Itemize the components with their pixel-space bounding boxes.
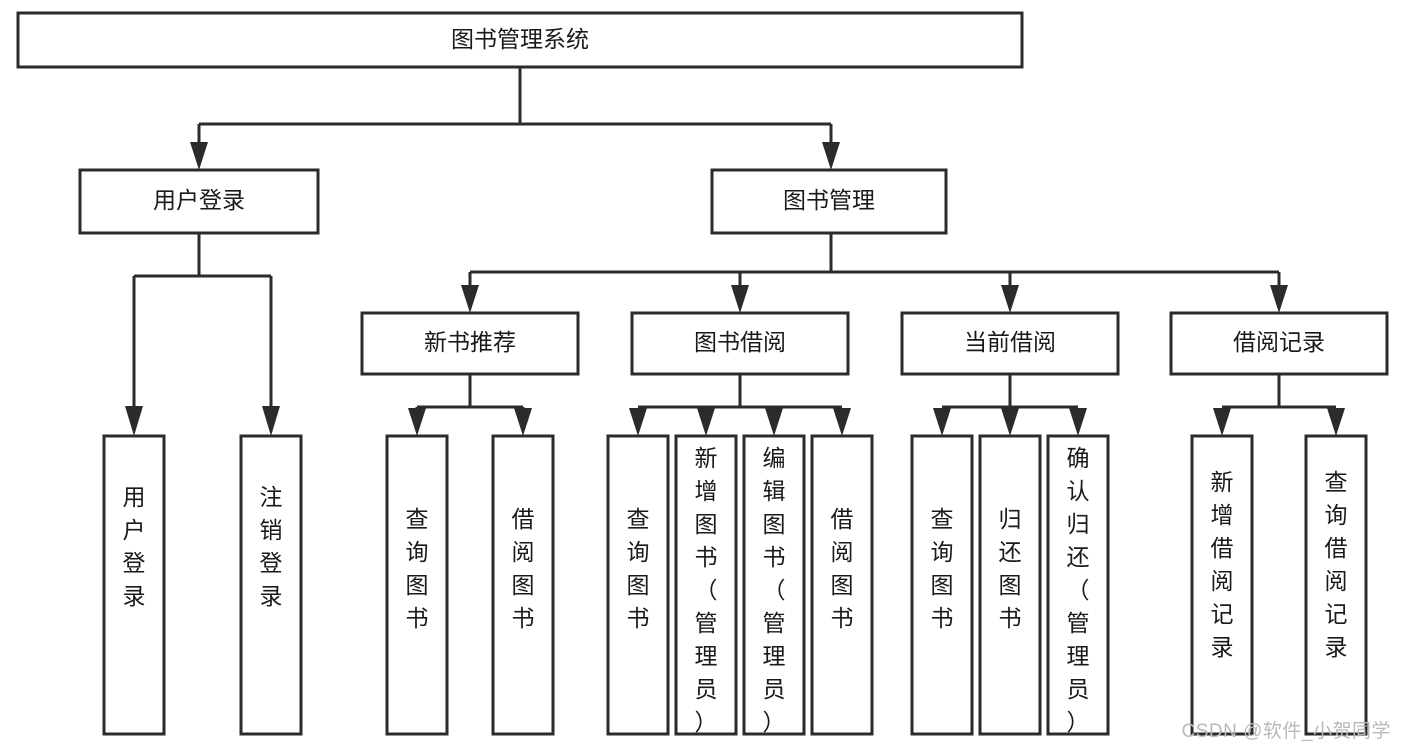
node-current-borrow-label: 当前借阅 — [964, 329, 1056, 355]
node-new-book-recommend-label: 新书推荐 — [424, 329, 516, 355]
arrow-head-leaf-logout-login — [262, 406, 280, 436]
node-root-system[interactable]: 图书管理系统 — [16, 11, 1024, 69]
node-leaf-borrow-book-2-box[interactable] — [810, 434, 874, 736]
node-book-management-label: 图书管理 — [783, 187, 875, 213]
node-leaf-query-record[interactable]: 查询借阅记录 — [1304, 434, 1368, 736]
arrow-head-leaf-query-book-3 — [933, 408, 951, 436]
node-borrow-record-box[interactable] — [1169, 311, 1389, 376]
node-leaf-return-book-box[interactable] — [978, 434, 1042, 736]
node-leaf-edit-book-label: 编辑图书（管理员） — [763, 445, 786, 735]
node-book-borrow-label: 图书借阅 — [694, 329, 786, 355]
arrow-head-leaf-query-book-2 — [629, 408, 647, 436]
node-new-book-recommend-box[interactable] — [360, 311, 580, 376]
node-leaf-user-login[interactable]: 用户登录 — [102, 434, 166, 736]
node-leaf-return-book-label: 归还图书 — [999, 506, 1022, 631]
node-leaf-query-record-box[interactable] — [1304, 434, 1368, 736]
arrow-head-leaf-borrow-book-2 — [833, 408, 851, 436]
node-leaf-query-book-2[interactable]: 查询图书 — [606, 434, 670, 736]
arrow-head-leaf-return-book — [1001, 408, 1019, 436]
node-book-borrow-box[interactable] — [630, 311, 850, 376]
node-borrow-record-label: 借阅记录 — [1233, 329, 1325, 355]
connector-layer — [125, 67, 1345, 436]
arrow-head-leaf-borrow-book-1 — [514, 408, 532, 436]
node-user-login[interactable]: 用户登录 — [78, 168, 320, 235]
node-leaf-query-book-2-label: 查询图书 — [627, 506, 650, 631]
node-leaf-add-book[interactable]: 新增图书（管理员） — [674, 434, 738, 736]
node-leaf-query-book-1-label: 查询图书 — [406, 506, 429, 631]
node-leaf-borrow-book-1[interactable]: 借阅图书 — [491, 434, 555, 736]
node-leaf-add-record[interactable]: 新增借阅记录 — [1190, 434, 1254, 736]
arrow-head-user-login — [190, 142, 208, 170]
arrow-head-leaf-edit-book — [765, 408, 783, 436]
node-root-label: 图书管理系统 — [451, 26, 589, 52]
arrow-head-leaf-query-record — [1327, 408, 1345, 436]
node-leaf-query-book-3[interactable]: 查询图书 — [910, 434, 974, 736]
arrow-head-current-borrow — [1001, 285, 1019, 313]
node-leaf-confirm-return-box[interactable] — [1046, 434, 1110, 736]
node-book-management-box[interactable] — [710, 168, 948, 235]
node-leaf-confirm-return[interactable]: 确认归还（管理员） — [1046, 434, 1110, 736]
node-leaf-add-book-label: 新增图书（管理员） — [695, 445, 718, 735]
node-leaf-return-book[interactable]: 归还图书 — [978, 434, 1042, 736]
node-leaf-logout-login[interactable]: 注销登录 — [239, 434, 303, 736]
arrow-head-leaf-user-login — [125, 406, 143, 436]
node-leaf-add-record-label: 新增借阅记录 — [1211, 469, 1234, 660]
node-leaf-edit-book[interactable]: 编辑图书（管理员） — [742, 434, 806, 736]
node-leaf-logout-login-box[interactable] — [239, 434, 303, 736]
node-user-login-box[interactable] — [78, 168, 320, 235]
node-leaf-borrow-book-1-box[interactable] — [491, 434, 555, 736]
node-leaf-borrow-book-2[interactable]: 借阅图书 — [810, 434, 874, 736]
arrow-head-borrow-record — [1270, 285, 1288, 313]
node-leaf-query-record-label: 查询借阅记录 — [1325, 469, 1348, 660]
node-book-management[interactable]: 图书管理 — [710, 168, 948, 235]
node-leaf-logout-login-label: 注销登录 — [260, 484, 283, 609]
arrow-head-book-management — [822, 142, 840, 170]
arrow-head-book-borrow — [731, 285, 749, 313]
arrow-head-leaf-confirm-return — [1069, 408, 1087, 436]
node-leaf-borrow-book-2-label: 借阅图书 — [831, 506, 854, 631]
node-leaf-query-book-3-label: 查询图书 — [931, 506, 954, 631]
node-leaf-edit-book-box[interactable] — [742, 434, 806, 736]
node-current-borrow[interactable]: 当前借阅 — [900, 311, 1120, 376]
node-leaf-borrow-book-1-label: 借阅图书 — [512, 506, 535, 631]
node-user-login-label: 用户登录 — [153, 187, 245, 213]
node-leaf-add-book-box[interactable] — [674, 434, 738, 736]
node-leaf-query-book-1-box[interactable] — [385, 434, 449, 736]
node-leaf-query-book-3-box[interactable] — [910, 434, 974, 736]
arrow-head-new-book-recommend — [461, 285, 479, 313]
node-leaf-confirm-return-label: 确认归还（管理员） — [1067, 445, 1090, 735]
node-new-book-recommend[interactable]: 新书推荐 — [360, 311, 580, 376]
arrow-head-leaf-add-record — [1213, 408, 1231, 436]
node-current-borrow-box[interactable] — [900, 311, 1120, 376]
node-leaf-query-book-1[interactable]: 查询图书 — [385, 434, 449, 736]
node-root-box[interactable] — [16, 11, 1024, 69]
node-leaf-user-login-label: 用户登录 — [123, 484, 146, 609]
node-leaf-query-book-2-box[interactable] — [606, 434, 670, 736]
node-borrow-record[interactable]: 借阅记录 — [1169, 311, 1389, 376]
arrow-head-leaf-add-book — [697, 408, 715, 436]
node-leaf-add-record-box[interactable] — [1190, 434, 1254, 736]
arrow-head-leaf-query-book-1 — [408, 408, 426, 436]
node-book-borrow[interactable]: 图书借阅 — [630, 311, 850, 376]
node-leaf-user-login-box[interactable] — [102, 434, 166, 736]
